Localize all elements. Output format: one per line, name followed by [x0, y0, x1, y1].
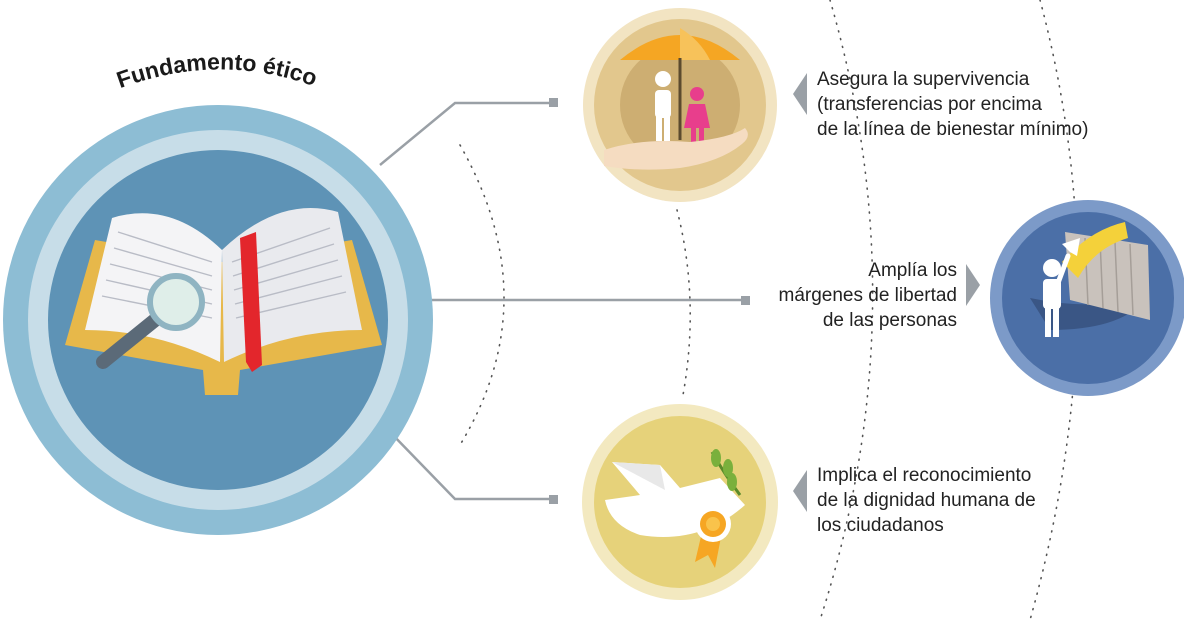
pointer-left-icon [793, 73, 807, 115]
diagram-title: Fundamento ético [113, 48, 320, 93]
connector-ends [549, 98, 750, 504]
label-line: de la dignidad humana de [817, 490, 1036, 511]
pointer-left-icon [793, 470, 807, 512]
label-survival: Asegura la supervivencia (transferencias… [817, 67, 1088, 142]
mid-circle [990, 200, 1184, 396]
central-circle [3, 105, 433, 535]
top-circle [583, 8, 777, 202]
label-line: de la línea de bienestar mínimo) [817, 119, 1089, 140]
label-line: Asegura la supervivencia [817, 69, 1030, 90]
bottom-circle [582, 404, 778, 600]
label-line: Implica el reconocimiento [817, 465, 1032, 486]
label-line: márgenes de libertad [778, 285, 958, 306]
label-line: (transferencias por encima [817, 94, 1042, 115]
dove-medal-icon [605, 449, 745, 568]
connectors [379, 101, 745, 501]
label-line: Amplía los [868, 260, 957, 281]
dotted-arcs [459, 0, 1079, 620]
label-freedom: Amplía los márgenes de libertad de las p… [760, 258, 958, 333]
pointer-right-icon [966, 264, 980, 306]
person-opening-gate-icon [1030, 222, 1150, 337]
umbrella-family-hand-icon [604, 28, 748, 170]
label-line: de las personas [822, 310, 957, 331]
open-book-magnifier-icon [65, 207, 382, 395]
label-dignity: Implica el reconocimiento de la dignidad… [817, 463, 1036, 538]
label-line: los ciudadanos [817, 515, 944, 536]
